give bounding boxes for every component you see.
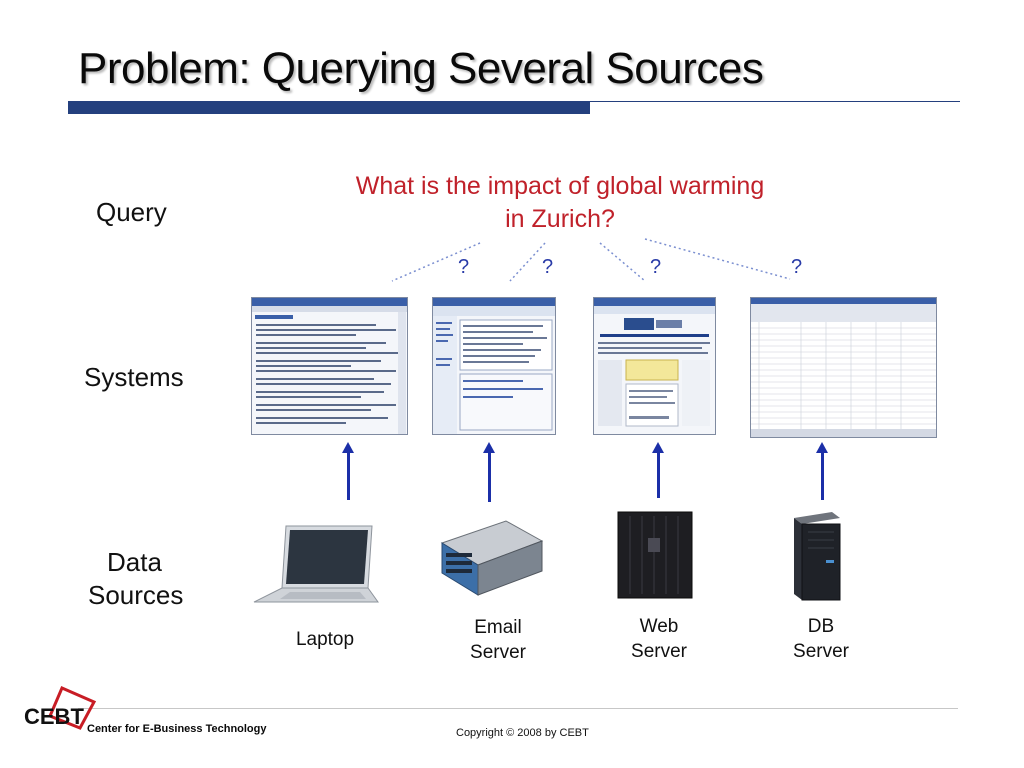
org-name: Center for E-Business Technology	[87, 723, 267, 735]
laptop-system-screenshot	[251, 297, 408, 435]
email-server-label: Email Server	[448, 615, 548, 665]
db-server-label-line1: DB	[771, 614, 871, 639]
title-underline-thin	[590, 101, 960, 102]
trail-to-email	[510, 243, 545, 281]
title-underline-thick	[68, 101, 590, 114]
web-system-screenshot	[593, 297, 716, 435]
query-trails	[380, 235, 820, 295]
email-server-label-line1: Email	[448, 615, 548, 640]
svg-text:CEBT: CEBT	[24, 704, 84, 729]
email-server-label-line2: Server	[448, 640, 548, 665]
slide-title: Problem: Querying Several Sources	[78, 44, 763, 94]
arrow-web	[657, 452, 660, 498]
web-server-label-line2: Server	[609, 639, 709, 664]
question-mark-email: ?	[542, 256, 553, 279]
laptop-label: Laptop	[275, 627, 375, 652]
question-mark-laptop: ?	[458, 256, 469, 279]
question-mark-db: ?	[791, 256, 802, 279]
email-server-image	[436, 515, 546, 600]
data-sources-label-line2: Sources	[88, 579, 183, 612]
web-server-label-line1: Web	[609, 614, 709, 639]
arrow-laptop	[347, 452, 350, 500]
copyright-text: Copyright © 2008 by CEBT	[456, 727, 589, 739]
arrow-email	[488, 452, 491, 502]
web-server-image	[614, 508, 696, 604]
laptop-image	[250, 522, 380, 607]
db-system-screenshot	[750, 297, 937, 438]
query-question: What is the impact of global warming in …	[300, 170, 820, 236]
arrow-db	[821, 452, 824, 500]
data-sources-label-line1: Data	[107, 546, 162, 579]
systems-label: Systems	[84, 361, 184, 394]
trail-to-db	[645, 239, 790, 279]
email-system-screenshot	[432, 297, 556, 435]
web-server-label: Web Server	[609, 614, 709, 664]
trail-to-web	[600, 243, 645, 281]
query-question-line1: What is the impact of global warming	[300, 170, 820, 203]
query-label: Query	[96, 196, 167, 229]
question-mark-web: ?	[650, 256, 661, 279]
footer-divider	[78, 708, 958, 709]
query-question-line2: in Zurich?	[300, 203, 820, 236]
db-server-label-line2: Server	[771, 639, 871, 664]
db-server-image	[786, 510, 846, 602]
db-server-label: DB Server	[771, 614, 871, 664]
